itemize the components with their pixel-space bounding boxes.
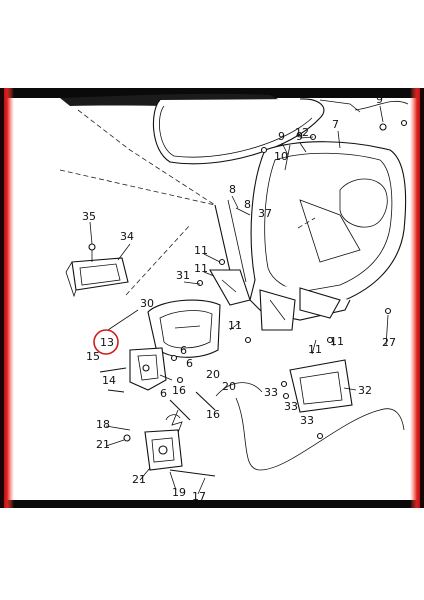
- callout-15: 15: [86, 350, 100, 363]
- callout-21b: 21: [132, 473, 146, 486]
- callout-9a: 9: [278, 130, 285, 143]
- callout-20a: 20: [206, 368, 220, 381]
- callout-18: 18: [96, 418, 110, 431]
- callout-31: 31: [176, 269, 190, 282]
- callout-11d: 11: [308, 343, 322, 356]
- callout-33a: 33: [264, 386, 278, 399]
- callout-19: 19: [172, 486, 186, 499]
- callout-9b: 9: [296, 130, 303, 143]
- callout-11b: 11: [194, 262, 208, 275]
- springs-cables: [165, 382, 405, 471]
- callout-11a: 11: [194, 244, 208, 257]
- callout-13: 13: [100, 336, 114, 349]
- callout-20b: 20: [222, 380, 236, 393]
- callout-12: 12: [295, 126, 309, 139]
- seat-outline: [60, 93, 409, 165]
- callout-21a: 21: [96, 438, 110, 451]
- callout-11e: 11: [330, 335, 344, 348]
- callout-6c: 6: [160, 387, 167, 400]
- callout-16a: 16: [172, 384, 186, 397]
- mounting-frame: [209, 199, 341, 331]
- lock-lever: [123, 429, 216, 477]
- bolts: [170, 119, 408, 440]
- callout-labels: 35 34 31 30 13 15 14 6 6 6 20 20 16 16 1…: [82, 93, 396, 503]
- callout-33b: 33: [284, 400, 298, 413]
- latch-assembly: [99, 347, 173, 393]
- callout-30: 30: [140, 297, 154, 310]
- callout-35: 35: [82, 210, 96, 223]
- callout-32: 32: [358, 384, 372, 397]
- callout-33c: 33: [300, 414, 314, 427]
- dashed-guides: [59, 109, 216, 331]
- callout-8b: 8: [244, 198, 251, 211]
- leader-lines: [89, 105, 389, 495]
- callout-6b: 6: [186, 357, 193, 370]
- part-34-lid: [65, 243, 129, 298]
- photo-frame: [0, 88, 424, 508]
- highlight-circle: [93, 329, 119, 355]
- callout-37: 37: [258, 207, 272, 220]
- callout-16b: 16: [206, 408, 220, 421]
- callout-6a: 6: [180, 344, 187, 357]
- callout-34: 34: [120, 230, 134, 243]
- part-30-cover: [147, 299, 221, 358]
- callout-17: 17: [192, 490, 206, 503]
- callout-10: 10: [274, 150, 288, 163]
- part-32-bracket: [289, 359, 353, 413]
- callout-14: 14: [102, 374, 116, 387]
- callout-8a: 8: [229, 183, 236, 196]
- callout-9c: 9: [376, 93, 383, 106]
- callout-7: 7: [332, 118, 339, 131]
- callout-27: 27: [382, 336, 396, 349]
